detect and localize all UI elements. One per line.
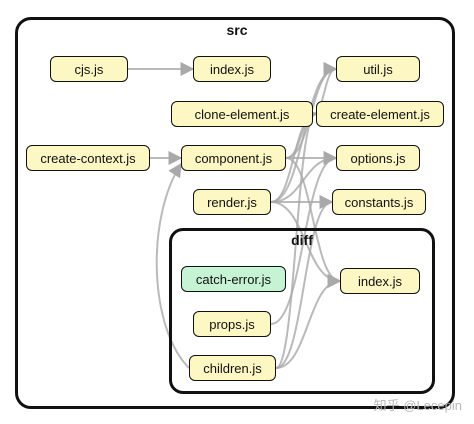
node-render: render.js — [193, 189, 271, 215]
node-catch-error: catch-error.js — [181, 266, 286, 292]
node-constants: constants.js — [332, 189, 426, 215]
cluster-src — [15, 17, 455, 409]
watermark: 知乎 @Lecepin — [373, 398, 462, 413]
node-component: component.js — [181, 145, 286, 171]
node-options: options.js — [336, 145, 420, 171]
node-create-ctx: create-context.js — [26, 145, 150, 171]
cluster-diff-label: diff — [291, 232, 313, 248]
node-cjs: cjs.js — [50, 56, 128, 82]
node-clone: clone-element.js — [171, 101, 313, 127]
cluster-src-label: src — [226, 22, 248, 38]
node-index-src: index.js — [193, 56, 271, 82]
node-children: children.js — [189, 355, 276, 381]
node-index-diff: index.js — [340, 268, 420, 294]
node-create-el: create-element.js — [316, 101, 444, 127]
cluster-diff — [169, 228, 435, 394]
node-props: props.js — [193, 311, 271, 337]
node-util: util.js — [336, 56, 420, 82]
